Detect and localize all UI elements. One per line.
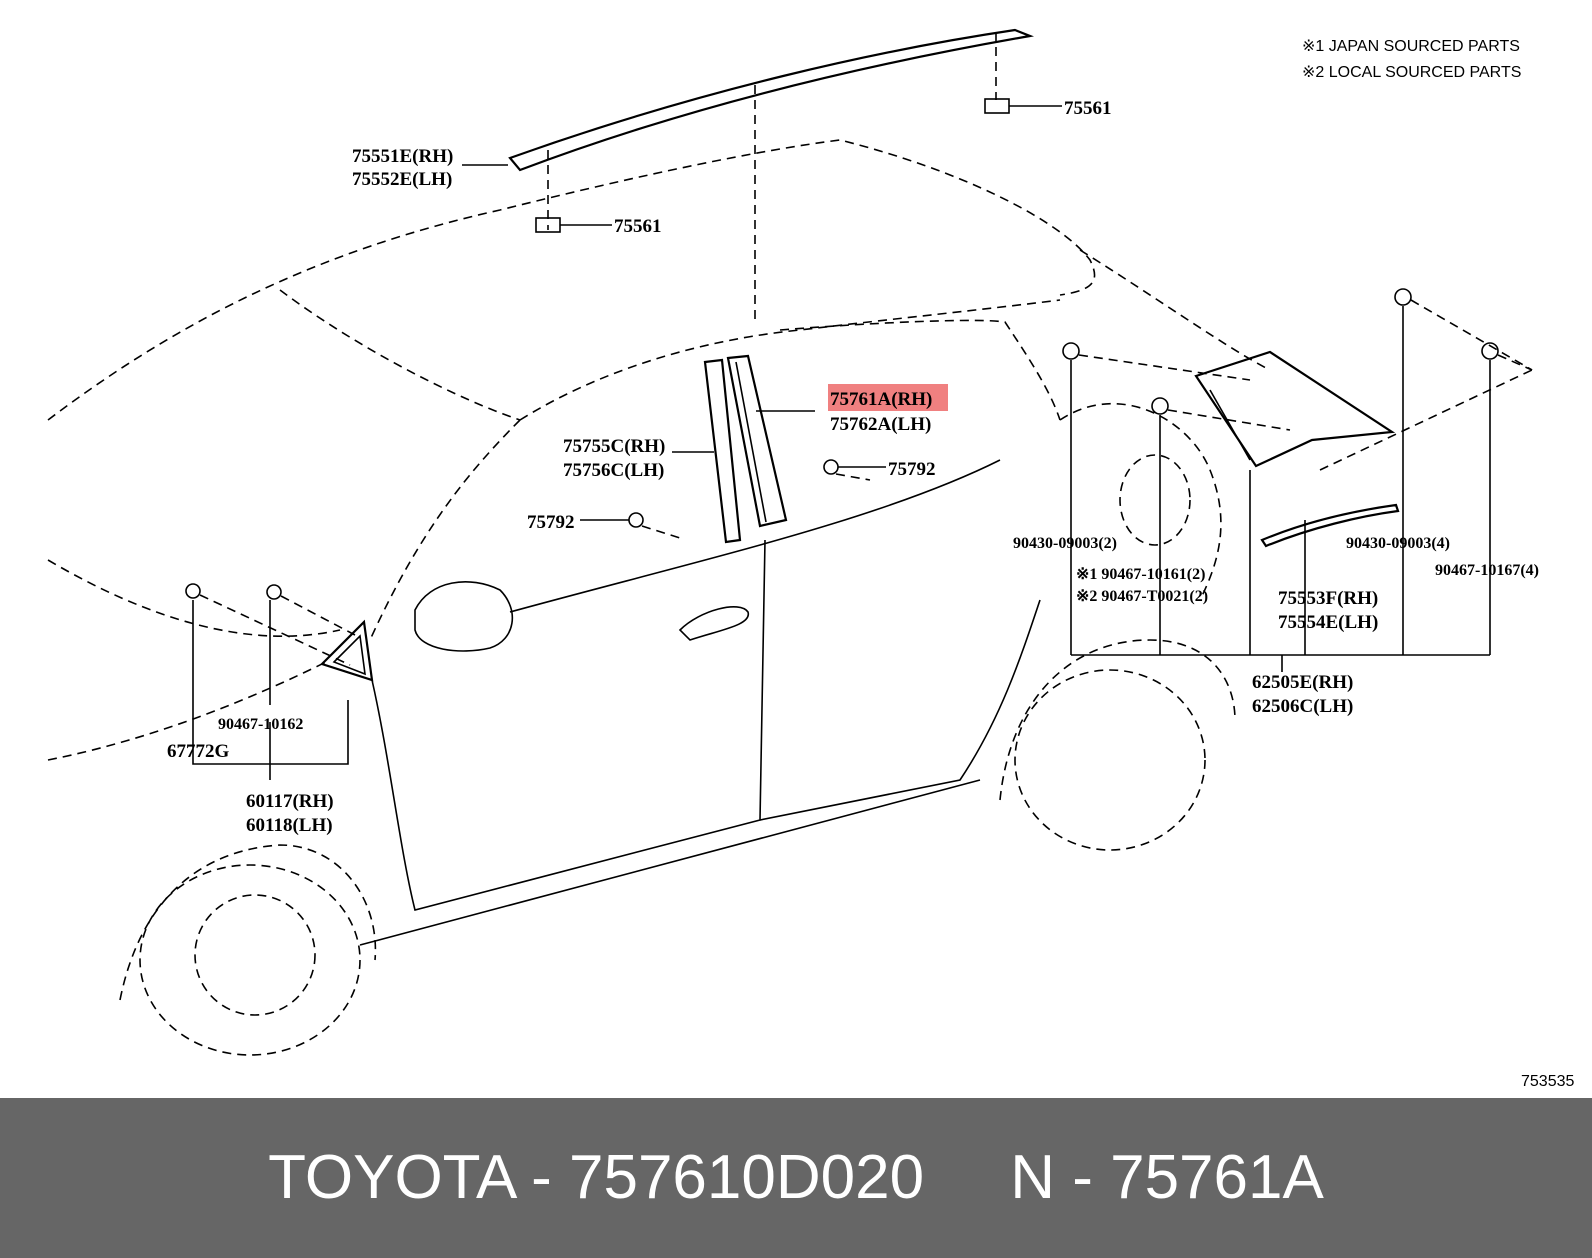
label-62505e: 62505E(RH) <box>1252 672 1353 693</box>
mirror <box>414 581 514 652</box>
clip-90467-10167 <box>1481 342 1499 360</box>
label-90467-10162: 90467-10162 <box>218 716 303 733</box>
door-handle <box>678 606 749 641</box>
label-90467-t0021: ※2 90467-T0021(2) <box>1076 588 1208 605</box>
rear-door-outline <box>759 599 1041 821</box>
label-62506c: 62506C(LH) <box>1252 696 1353 717</box>
clip-75792-right <box>823 459 839 475</box>
roof-outline <box>47 139 1096 421</box>
label-75756c: 75756C(LH) <box>563 460 664 481</box>
label-60117: 60117(RH) <box>246 791 334 812</box>
rear-glass <box>779 319 1061 421</box>
label-90430-4: 90430-09003(4) <box>1346 535 1450 552</box>
roof-edge <box>519 299 1061 421</box>
clip-90430-09003-left <box>1062 342 1080 360</box>
label-75792-right: 75792 <box>888 459 936 480</box>
b-pillar-garnish-75755c <box>703 358 742 544</box>
label-75755c: 75755C(RH) <box>563 436 665 457</box>
front-door-outline <box>371 539 766 911</box>
front-quarter-glass <box>319 619 374 682</box>
label-75561-top: 75561 <box>1064 98 1112 119</box>
bonnet-edge <box>47 659 331 761</box>
label-75792-left: 75792 <box>527 512 575 533</box>
label-90467-10161: ※1 90467-10161(2) <box>1076 566 1205 583</box>
front-wheel-inner <box>194 894 316 1016</box>
clip-90467-10162-b <box>266 584 282 600</box>
clip-75792-left <box>628 512 644 528</box>
rear-body <box>1059 402 1222 601</box>
clip-75561-top <box>984 98 1010 114</box>
label-75761a: 75761A(RH) <box>830 389 932 410</box>
highlight-75761a <box>828 384 948 411</box>
parts-diagram: ※1 JAPAN SOURCED PARTS ※2 LOCAL SOURCED … <box>47 28 1574 1090</box>
clip-90467-10162-a <box>185 583 201 599</box>
clip-90467-10161 <box>1151 397 1169 415</box>
front-wheel-arch <box>119 844 377 1001</box>
rear-spoiler-panel <box>1194 350 1396 468</box>
label-67772g: 67772G <box>167 741 230 762</box>
label-75554e: 75554E(LH) <box>1278 612 1378 633</box>
part-number-caption: TOYOTA - 757610D020 N - 75761A <box>268 1143 1324 1212</box>
label-75561-mid: 75561 <box>614 216 662 237</box>
windshield-top <box>279 289 521 421</box>
label-60118: 60118(LH) <box>246 815 333 836</box>
rear-wheel <box>1014 669 1206 851</box>
rear-roof <box>1079 249 1271 371</box>
footer-bar: TOYOTA - 757610D020 N - 75761A <box>0 1098 1592 1258</box>
b-pillar-garnish-75761a <box>726 354 788 528</box>
rear-wheel-arch <box>999 639 1236 801</box>
roof-molding <box>508 28 1035 172</box>
rear-light-opening <box>1119 454 1191 546</box>
note-japan: ※1 JAPAN SOURCED PARTS <box>1302 38 1520 55</box>
note-local: ※2 LOCAL SOURCED PARTS <box>1302 64 1521 81</box>
label-75551e: 75551E(RH) <box>352 146 453 167</box>
label-75762a: 75762A(LH) <box>830 414 931 435</box>
hood-line <box>47 559 341 637</box>
label-90467-10167: 90467-10167(4) <box>1435 562 1539 579</box>
clip-90430-09003-right <box>1394 288 1412 306</box>
front-wheel <box>139 864 361 1056</box>
front-quarter-inner <box>332 634 366 676</box>
figure-number: 753535 <box>1521 1073 1574 1090</box>
label-90430-2: 90430-09003(2) <box>1013 535 1117 552</box>
label-75553f: 75553F(RH) <box>1278 588 1378 609</box>
a-pillar <box>369 419 521 641</box>
door-belt <box>509 459 1001 613</box>
label-75552e: 75552E(LH) <box>352 169 452 190</box>
rocker <box>359 779 981 946</box>
molding-75553f <box>1260 503 1400 548</box>
